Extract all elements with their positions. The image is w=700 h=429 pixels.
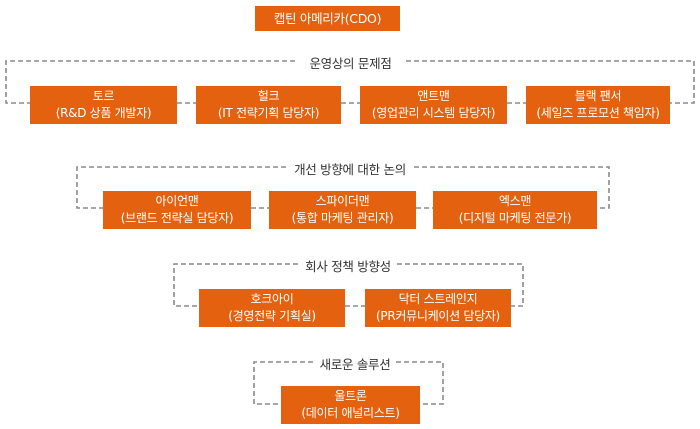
member-role: (경영전략 기획실) bbox=[228, 309, 316, 323]
group-4-bracket bbox=[253, 361, 313, 405]
member-box: 울트론 (데이터 애널리스트) bbox=[281, 386, 420, 424]
member-name: 호크아이 bbox=[250, 292, 294, 306]
member-role: (통합 마케팅 관리자) bbox=[291, 211, 394, 225]
member-box: 호크아이 (경영전략 기획실) bbox=[199, 289, 345, 327]
member-role: (R&D 상품 개발자) bbox=[55, 106, 152, 120]
group-2-bracket-right bbox=[414, 166, 610, 209]
member-box: 헐크 (IT 전략기획 담당자) bbox=[196, 86, 341, 124]
member-role: (데이터 애널리스트) bbox=[301, 406, 400, 420]
member-role: (세일즈 프로모션 책임자) bbox=[536, 106, 660, 120]
member-box: 블랙 팬서 (세일즈 프로모션 책임자) bbox=[526, 86, 670, 124]
member-role: (디지털 마케팅 전문가) bbox=[458, 211, 572, 225]
member-name: 헐크 bbox=[257, 89, 280, 103]
member-box: 토르 (R&D 상품 개발자) bbox=[30, 86, 177, 124]
member-role: (IT 전략기획 담당자) bbox=[217, 106, 320, 120]
group-2-bracket bbox=[76, 166, 286, 209]
member-box: 앤트맨 (영업관리 시스템 담당자) bbox=[360, 86, 507, 124]
member-box: 엑스맨 (디지털 마케팅 전문가) bbox=[433, 191, 597, 229]
member-name: 울트론 bbox=[334, 389, 367, 403]
group-1-bracket-right bbox=[406, 60, 695, 104]
member-name: 스파이더맨 bbox=[315, 194, 370, 208]
member-name: 닥터 스트레인지 bbox=[398, 292, 478, 306]
member-name: 엑스맨 bbox=[498, 194, 532, 208]
group-4-label: 새로운 솔루션 bbox=[316, 354, 394, 372]
member-role: (PR커뮤니케이션 담당자) bbox=[376, 309, 500, 323]
member-name: 아이언맨 bbox=[155, 194, 199, 208]
member-box: 닥터 스트레인지 (PR커뮤니케이션 담당자) bbox=[365, 289, 511, 327]
top-title: 캡틴 아메리카(CDO) bbox=[273, 11, 382, 26]
group-3-label: 회사 정책 방향성 bbox=[301, 256, 395, 274]
member-name: 토르 bbox=[92, 89, 115, 103]
member-box: 아이언맨 (브랜드 전략실 담당자) bbox=[103, 191, 251, 229]
group-1-bracket bbox=[5, 60, 295, 104]
member-role: (브랜드 전략실 담당자) bbox=[120, 211, 234, 225]
group-1-label: 운영상의 문제점 bbox=[299, 53, 402, 71]
member-role: (영업관리 시스템 담당자) bbox=[371, 106, 496, 120]
group-3-bracket bbox=[173, 263, 298, 307]
member-name: 앤트맨 bbox=[417, 89, 450, 103]
group-2-label: 개선 방향에 대한 논의 bbox=[287, 159, 413, 177]
top-title-box: 캡틴 아메리카(CDO) bbox=[255, 6, 400, 31]
member-name: 블랙 팬서 bbox=[574, 89, 622, 103]
member-box: 스파이더맨 (통합 마케팅 관리자) bbox=[269, 191, 416, 229]
group-3-bracket-right bbox=[397, 263, 524, 307]
group-4-bracket-right bbox=[396, 361, 444, 405]
